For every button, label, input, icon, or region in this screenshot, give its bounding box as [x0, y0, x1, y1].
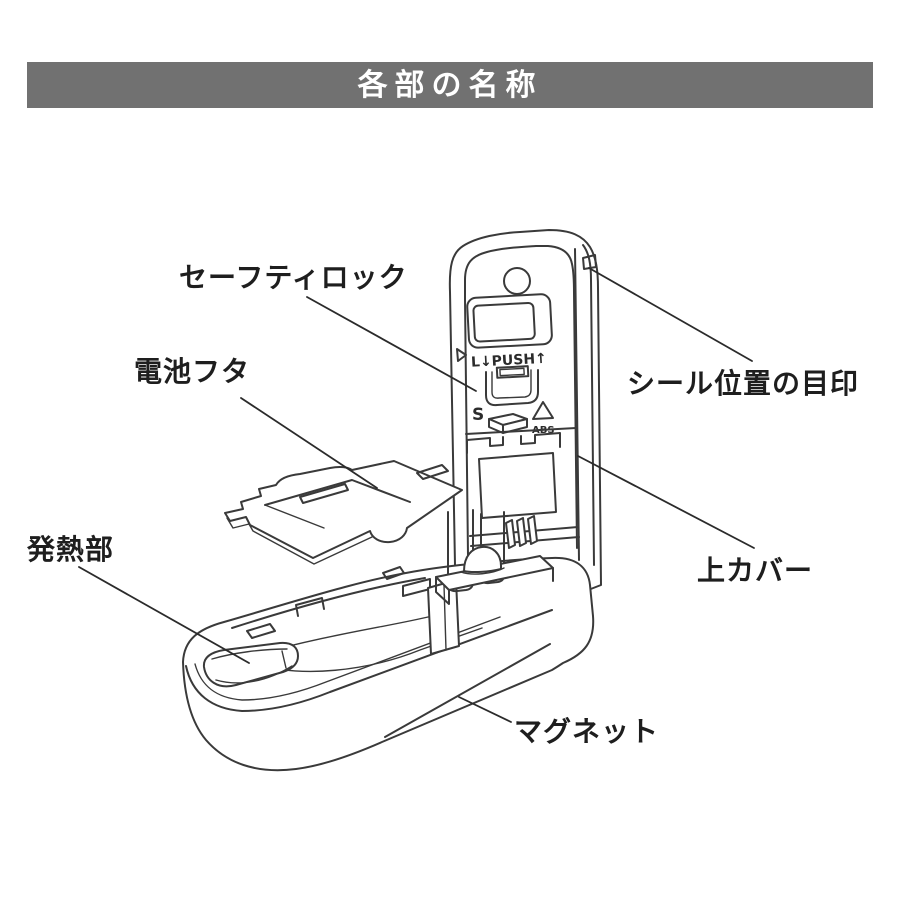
hinge-compartment-drawing [402, 509, 554, 655]
leader-magnet [458, 696, 512, 723]
part-label-top-cover: 上カバー [697, 555, 814, 586]
part-label-battery-cover: 電池フタ [134, 356, 251, 387]
part-label-heating-part: 発熱部 [27, 534, 115, 565]
magnet-edge [384, 643, 551, 738]
arrow-marking [456, 348, 467, 362]
s-marking: S [472, 405, 484, 425]
page-title: 各部の名称 [27, 62, 873, 108]
part-label-safety-lock: セーフティロック [179, 262, 408, 293]
safety-lock-drawing: L↓PUSH↑ S [456, 348, 547, 434]
heating-part-drawing [202, 641, 299, 688]
leader-safety-lock [306, 296, 477, 392]
base-tray-drawing [182, 509, 595, 772]
leader-seal-position-mark [588, 267, 753, 362]
seal-mark-notch [582, 254, 597, 270]
leader-heating-part [78, 566, 250, 664]
part-label-seal-position-mark: シール位置の目印 [627, 368, 860, 399]
part-label-magnet: マグネット [514, 716, 660, 747]
leader-battery-cover [240, 397, 378, 489]
lid-window [466, 293, 553, 349]
battery-cover-drawing [224, 460, 463, 565]
upper-cover-drawing: L↓PUSH↑ S ABS [448, 229, 602, 593]
leader-lines [78, 267, 755, 723]
dome [460, 545, 505, 575]
leader-top-cover [577, 455, 755, 549]
